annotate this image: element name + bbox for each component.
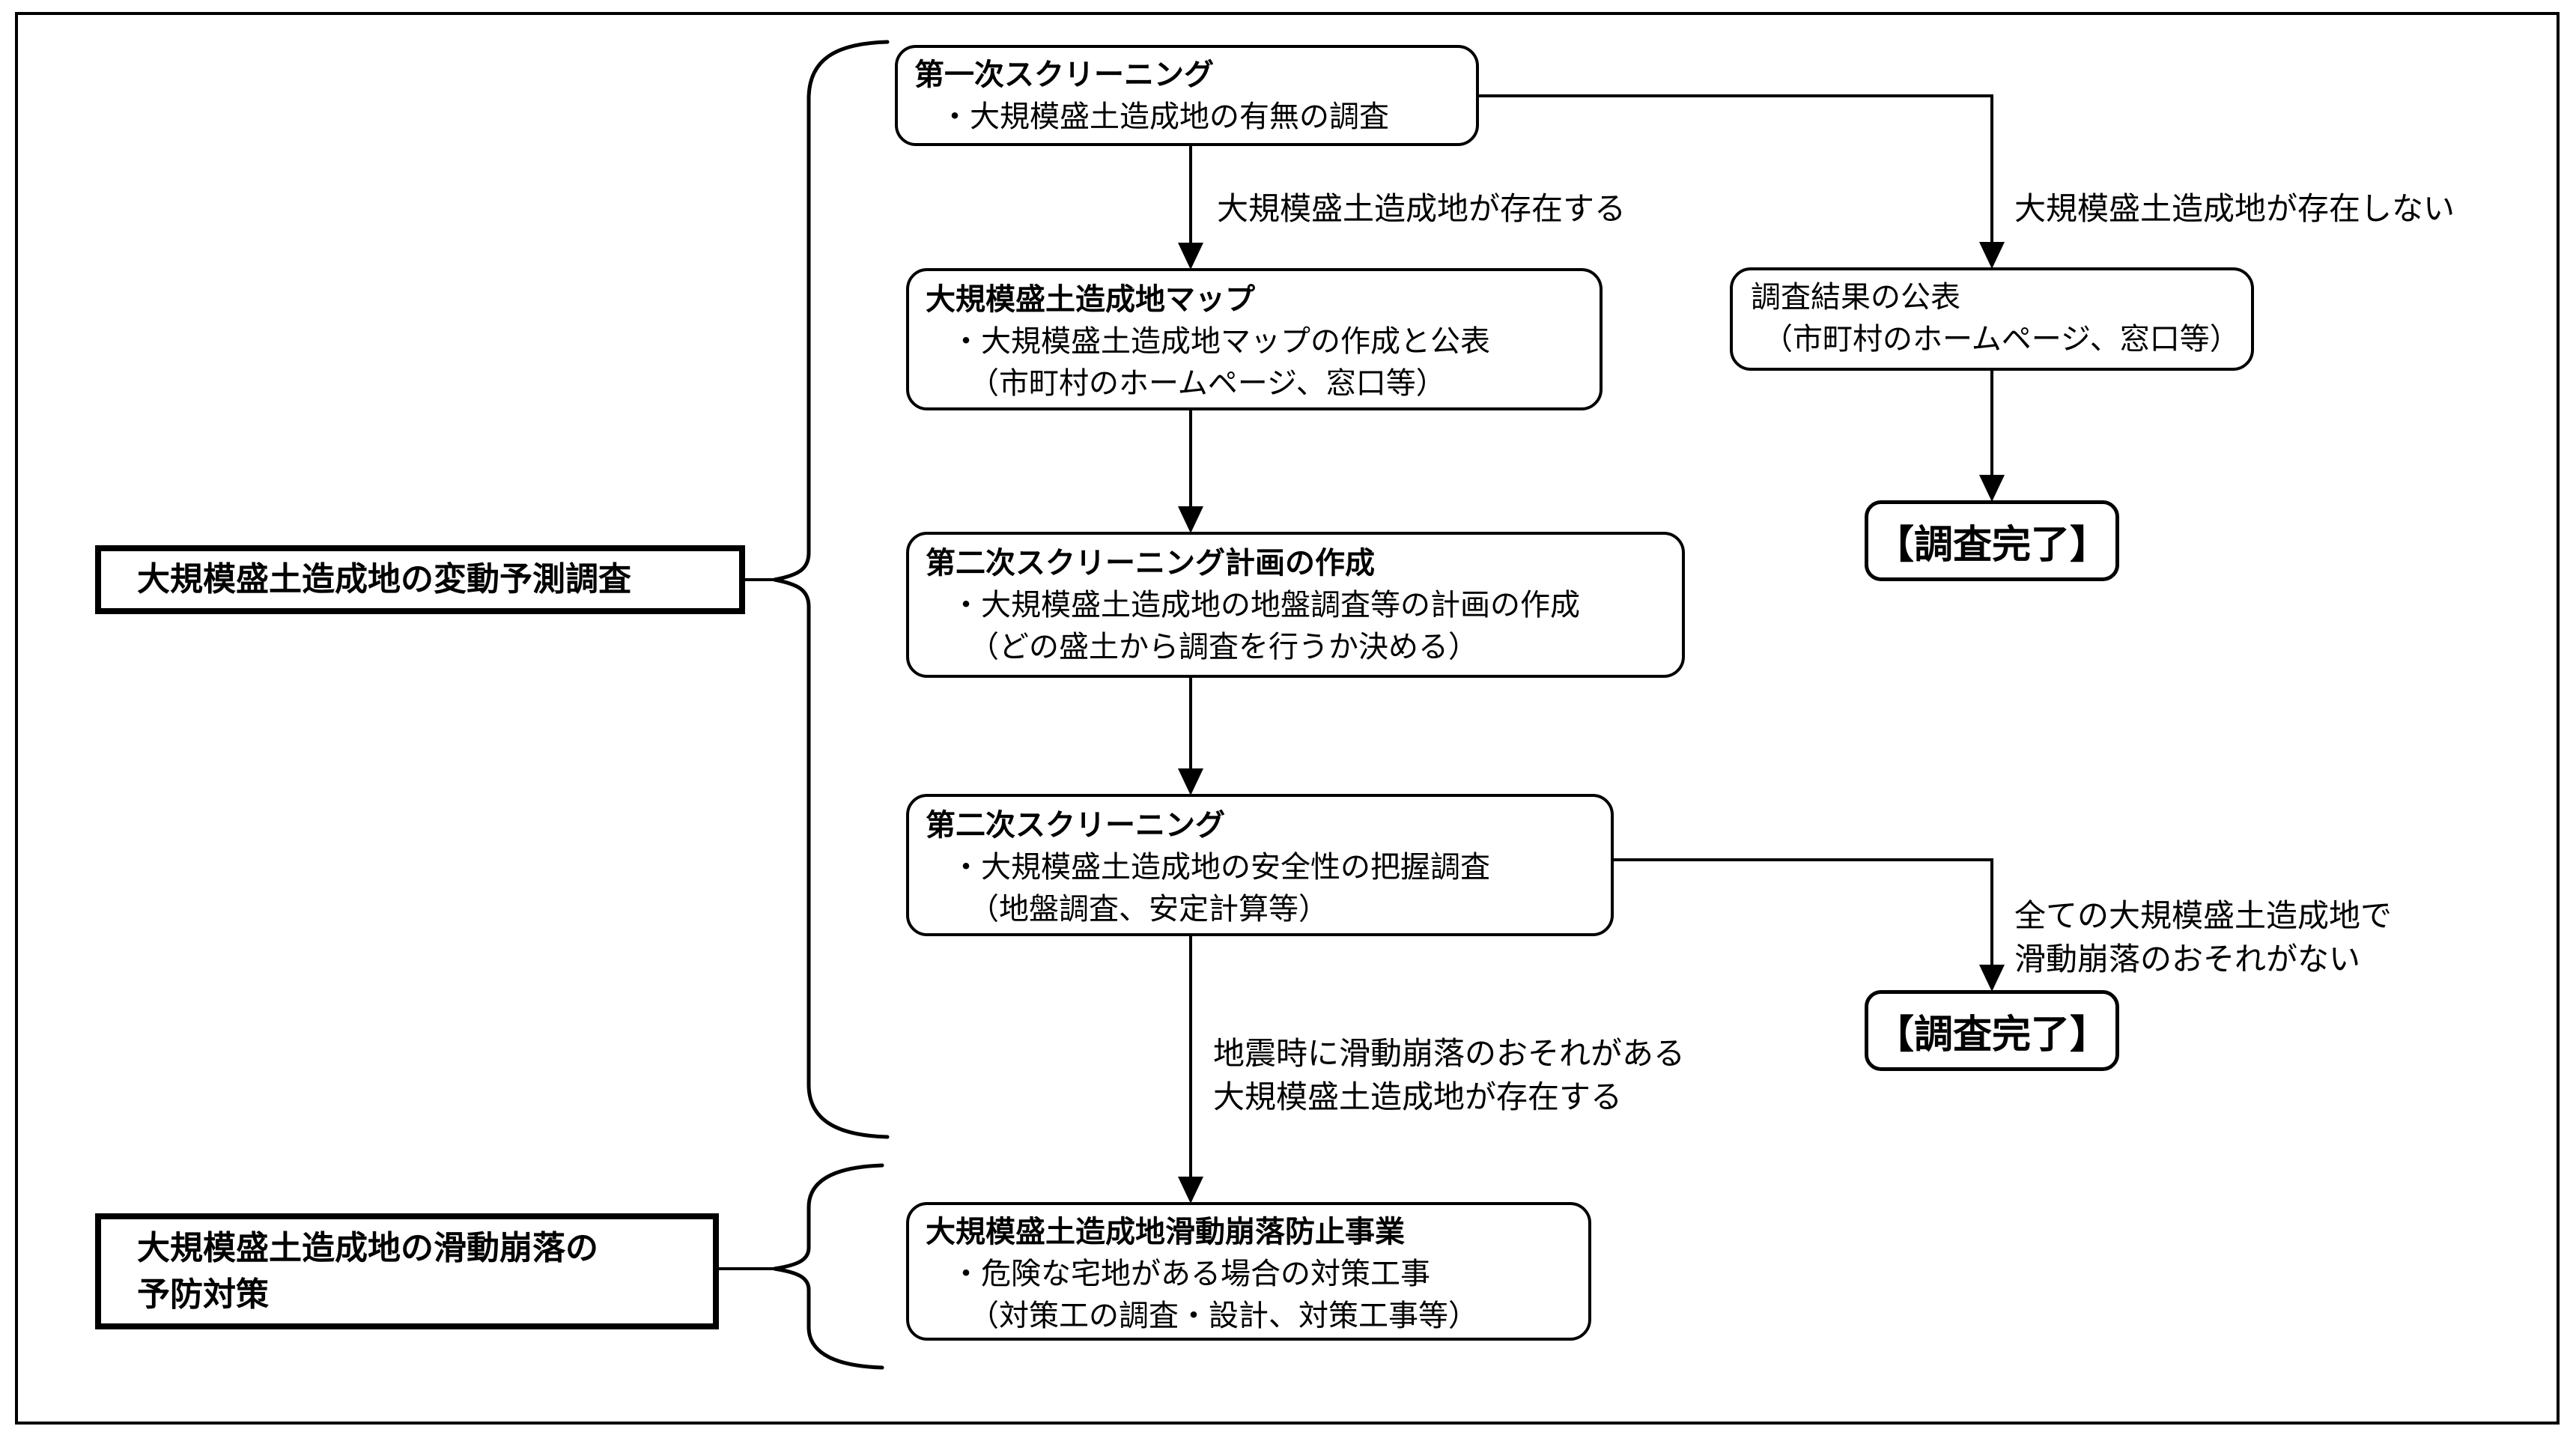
edge-label-risk: 地震時に滑動崩落のおそれがある 大規模盛土造成地が存在する [1213, 1032, 1685, 1119]
side-label-prevention: 大規模盛土造成地の滑動崩落の 予防対策 [95, 1213, 719, 1329]
edge-label-all-safe-line1: 全ての大規模盛土造成地で [2014, 898, 2393, 933]
box-prevention-project-title: 大規模盛土造成地滑動崩落防止事業 [926, 1216, 1405, 1249]
box-second-screening-plan-line2: （どの盛土から調査を行うか決める） [969, 631, 1478, 664]
box-map: 大規模盛土造成地マップ ・大規模盛土造成地マップの作成と公表 （市町村のホームペ… [906, 268, 1603, 410]
box-first-screening-line1: ・大規模盛土造成地の有無の調査 [940, 100, 1389, 133]
box-survey-complete-2: 【調査完了】 [1865, 990, 2119, 1071]
edge-label-risk-line2: 大規模盛土造成地が存在する [1213, 1079, 1623, 1114]
box-prevention-project-line2: （対策工の調査・設計、対策工事等） [969, 1299, 1478, 1332]
box-prevention-project-line1: ・危険な宅地がある場合の対策工事 [951, 1258, 1430, 1290]
box-first-screening-title: 第一次スクリーニング [914, 58, 1214, 91]
box-second-screening-line2: （地盤調査、安定計算等） [969, 893, 1328, 926]
box-publish-results-title: 調査結果の公表 [1751, 281, 1960, 314]
diagram-outer-border [15, 12, 2560, 1425]
side-label-prevention-line2: 予防対策 [137, 1275, 269, 1313]
box-survey-complete-1: 【調査完了】 [1865, 500, 2119, 581]
box-second-screening-plan: 第二次スクリーニング計画の作成 ・大規模盛土造成地の地盤調査等の計画の作成 （ど… [906, 532, 1685, 678]
survey-complete-2-text: 【調査完了】 [1874, 1013, 2109, 1057]
box-second-screening: 第二次スクリーニング ・大規模盛土造成地の安全性の把握調査 （地盤調査、安定計算… [906, 794, 1614, 936]
box-second-screening-title: 第二次スクリーニング [926, 809, 1225, 842]
side-label-prevention-line1: 大規模盛土造成地の滑動崩落の [137, 1229, 598, 1266]
edge-label-exists: 大規模盛土造成地が存在する [1217, 191, 1626, 226]
box-map-title: 大規模盛土造成地マップ [926, 283, 1255, 316]
survey-complete-1-text: 【調査完了】 [1874, 523, 2109, 567]
edge-label-risk-line1: 地震時に滑動崩落のおそれがある [1213, 1036, 1686, 1071]
edge-label-not-exists: 大規模盛土造成地が存在しない [2014, 191, 2455, 226]
box-second-screening-plan-line1: ・大規模盛土造成地の地盤調査等の計画の作成 [951, 589, 1580, 622]
box-map-line2: （市町村のホームページ、窓口等） [969, 367, 1446, 400]
box-publish-results: 調査結果の公表 （市町村のホームページ、窓口等） [1730, 267, 2254, 371]
box-second-screening-plan-title: 第二次スクリーニング計画の作成 [926, 547, 1375, 580]
box-prevention-project: 大規模盛土造成地滑動崩落防止事業 ・危険な宅地がある場合の対策工事 （対策工の調… [906, 1202, 1591, 1341]
edge-label-all-safe-line2: 滑動崩落のおそれがない [2014, 941, 2361, 977]
box-second-screening-line1: ・大規模盛土造成地の安全性の把握調査 [951, 851, 1490, 884]
side-label-prediction-survey-text: 大規模盛土造成地の変動予測調査 [137, 561, 631, 598]
side-label-prediction-survey: 大規模盛土造成地の変動予測調査 [95, 545, 745, 614]
box-map-line1: ・大規模盛土造成地マップの作成と公表 [951, 325, 1490, 358]
box-first-screening: 第一次スクリーニング ・大規模盛土造成地の有無の調査 [895, 45, 1479, 146]
box-publish-results-line1: （市町村のホームページ、窓口等） [1763, 323, 2240, 356]
edge-label-all-safe: 全ての大規模盛土造成地で 滑動崩落のおそれがない [2014, 894, 2392, 981]
